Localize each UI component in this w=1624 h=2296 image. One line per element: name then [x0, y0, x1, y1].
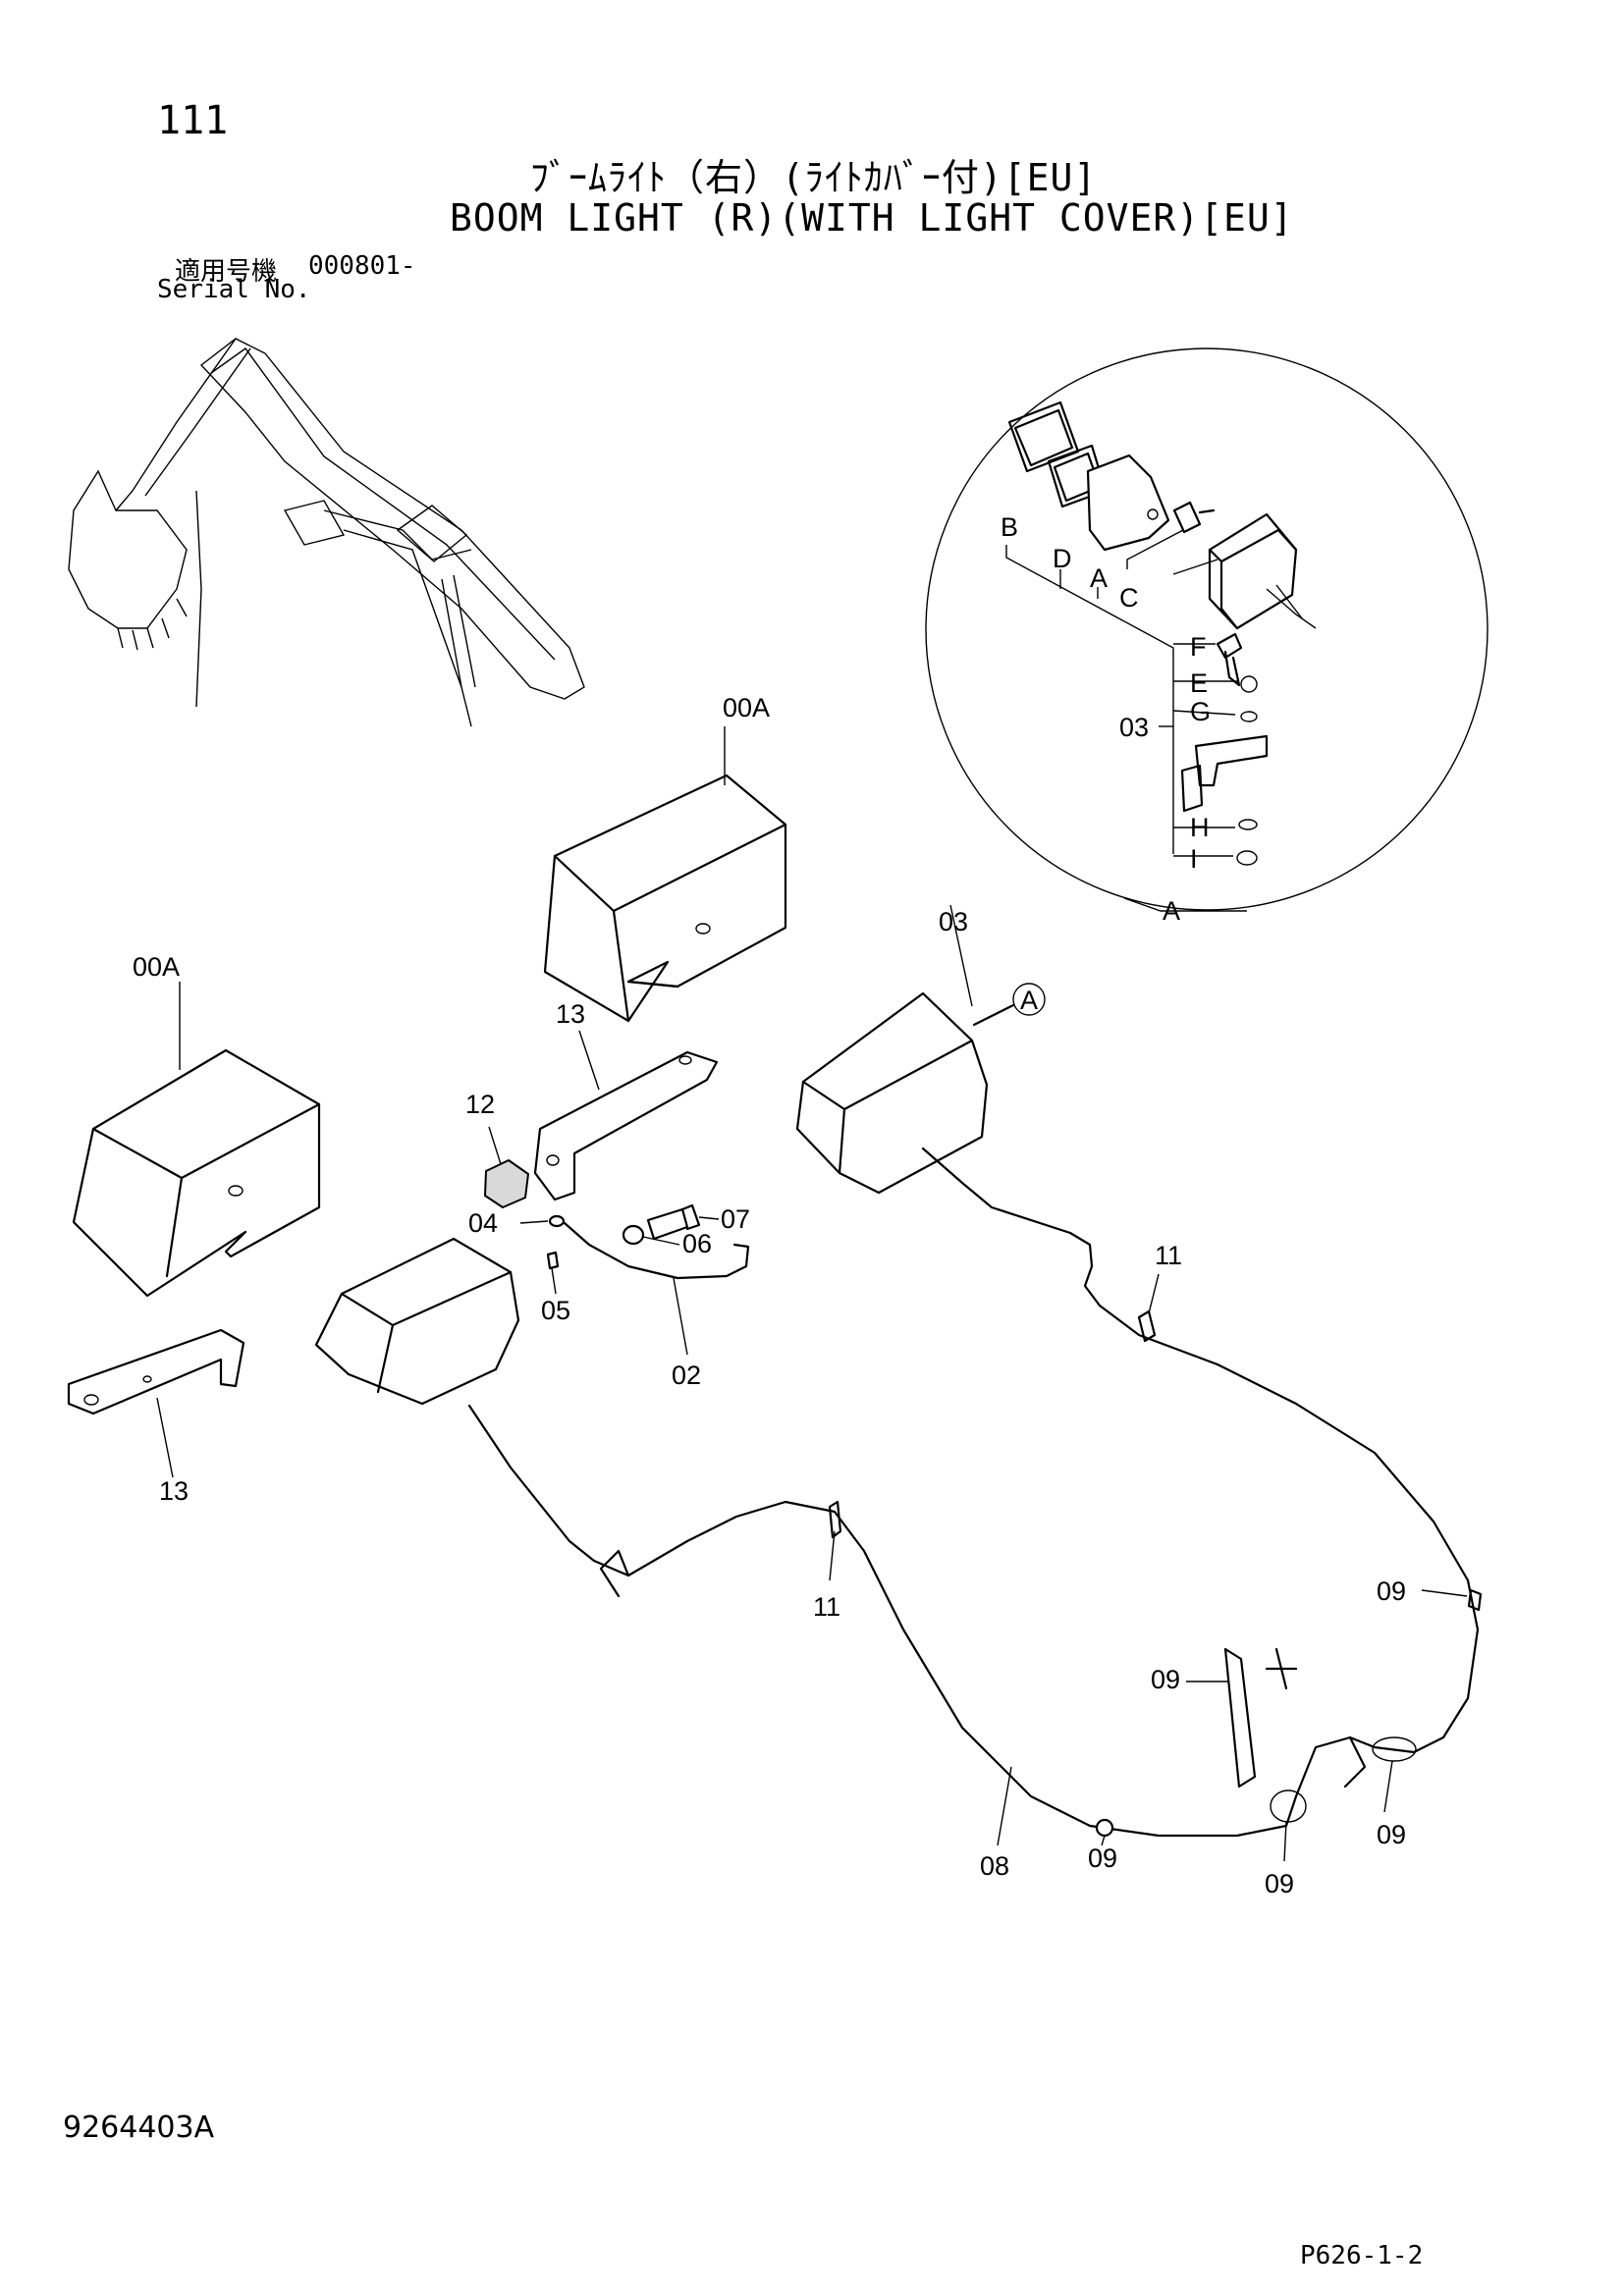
serial-label-japanese: 適用号機	[175, 257, 278, 287]
bracket-13-upper	[533, 1050, 719, 1201]
callout-06: 06	[682, 1229, 712, 1258]
detail-view-a-circle	[925, 347, 1489, 911]
detail-callout-i: I	[1190, 844, 1198, 874]
clip-09-lower-right	[1372, 1736, 1417, 1762]
detail-callout-f: F	[1190, 632, 1207, 662]
work-light-03-right	[795, 991, 989, 1195]
callout-09-right: 09	[1377, 1576, 1406, 1606]
serial-number-value: 000801-	[308, 251, 416, 281]
callout-07: 07	[721, 1204, 750, 1234]
callout-05: 05	[541, 1296, 570, 1325]
detail-callout-03: 03	[1119, 713, 1149, 742]
excavator-overview-illustration	[68, 338, 585, 727]
callout-08: 08	[980, 1851, 1009, 1881]
clip-09-right	[1467, 1588, 1483, 1612]
callout-09-mid: 09	[1151, 1665, 1180, 1694]
callout-13-lower: 13	[159, 1476, 189, 1506]
detail-ref-leader	[1123, 897, 1247, 912]
document-code: 9264403A	[63, 2110, 215, 2145]
clip-11-left	[828, 1500, 842, 1539]
detail-callout-h: H	[1190, 813, 1210, 842]
rubber-block-12	[484, 1159, 529, 1208]
title-japanese: ﾌﾞｰﾑﾗｲﾄ（右）(ﾗｲﾄｶﾊﾞｰ付)[EU]	[530, 156, 1098, 199]
light-cover-upper	[543, 774, 787, 1023]
serial-label-english: Serial No.	[157, 275, 311, 304]
title-english: BOOM LIGHT (R)(WITH LIGHT COVER)[EU]	[450, 196, 1294, 240]
ground-wire-02	[563, 1221, 750, 1280]
work-light-left	[314, 1237, 520, 1406]
harness-08	[599, 1500, 1367, 1838]
detail-callout-g: G	[1190, 697, 1211, 726]
callout-00a-upper: 00A	[723, 693, 770, 722]
clip-11-right	[1137, 1309, 1157, 1343]
connector-cluster	[1223, 1647, 1257, 1789]
callout-13-upper: 13	[556, 999, 585, 1029]
callout-04: 04	[468, 1208, 498, 1238]
callout-12: 12	[465, 1090, 495, 1119]
detail-marker-a	[1012, 983, 1046, 1016]
detail-callout-d: D	[1053, 544, 1072, 573]
callout-00a-left: 00A	[133, 952, 180, 982]
callout-03: 03	[939, 907, 968, 936]
bracket-13-lower	[67, 1328, 245, 1415]
callout-02: 02	[672, 1361, 701, 1390]
clip-09-lower-mid	[1270, 1789, 1307, 1823]
callout-a-marker: A	[1020, 986, 1038, 1015]
callout-11-right: 11	[1155, 1241, 1182, 1270]
callout-09-bottom: 09	[1088, 1843, 1117, 1873]
detail-reference-a: A	[1163, 896, 1180, 926]
harness-wire-right	[921, 1147, 1480, 1754]
callout-11-left: 11	[813, 1592, 840, 1622]
page-number: 111	[157, 98, 229, 143]
light-cover-left	[72, 1048, 321, 1298]
page-reference: P626-1-2	[1300, 2241, 1424, 2270]
detail-callout-a: A	[1090, 563, 1108, 593]
detail-callout-e: E	[1190, 668, 1208, 698]
washer-06	[622, 1224, 645, 1246]
detail-callout-c: C	[1119, 583, 1139, 613]
washer-04	[548, 1214, 566, 1228]
detail-callout-b: B	[1001, 512, 1018, 542]
bolt-07	[646, 1207, 689, 1241]
bolt-05	[546, 1251, 560, 1270]
callout-09-lower-right: 09	[1377, 1820, 1406, 1849]
detail-marker-arrow	[972, 1003, 1015, 1027]
callout-09-lower-mid: 09	[1265, 1869, 1294, 1898]
clip-09-bottom	[1095, 1818, 1114, 1838]
harness-wire-left-lamp	[467, 1404, 630, 1577]
